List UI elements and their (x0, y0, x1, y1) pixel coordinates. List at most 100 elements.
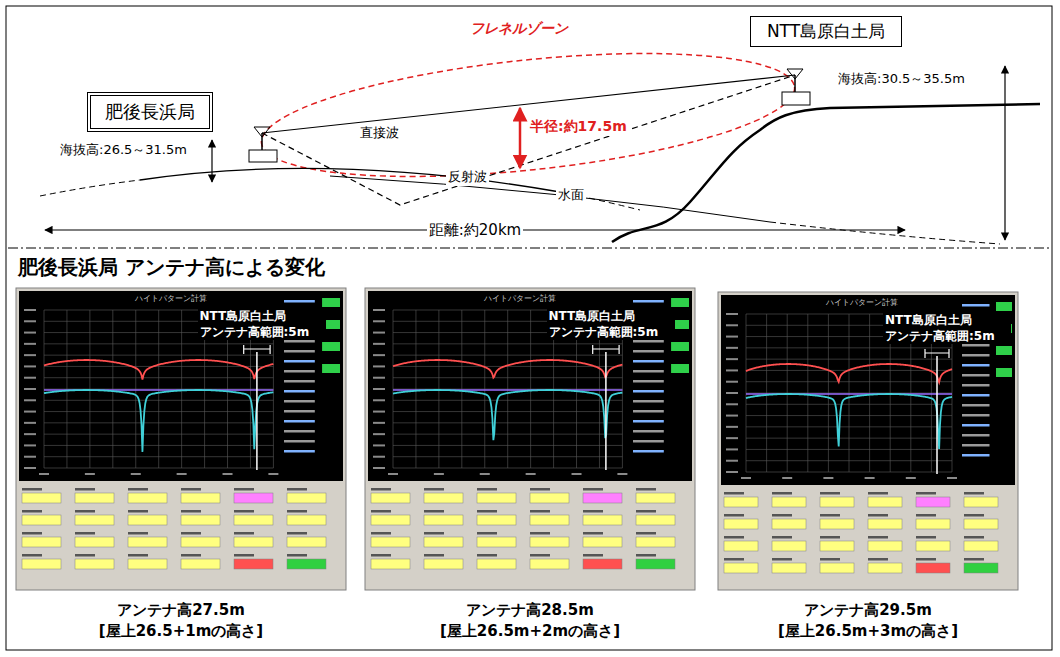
info-text-bar (962, 394, 990, 397)
form-input-box (772, 497, 806, 507)
axis-tick-mark (373, 309, 385, 311)
info-text-bar (962, 454, 990, 457)
form-input-box (128, 559, 167, 569)
screenshot-panel: ハイトパターン計算NTT島原白土局 アンテナ高範囲:5mアンテナ高28.5m [… (365, 288, 695, 590)
axis-tick-mark (24, 332, 36, 334)
window-frame (365, 288, 695, 590)
info-text-bar (633, 390, 664, 393)
axis-tick-mark (726, 347, 738, 349)
zone-label: フレネルゾーン (468, 20, 570, 38)
info-text-bar (962, 414, 990, 417)
form-label-bar (636, 532, 656, 535)
info-text-bar (633, 300, 664, 303)
station-name: 肥後長浜局 (105, 100, 195, 124)
form-label-bar (636, 554, 656, 557)
form-label-bar (287, 532, 307, 535)
form-input-box (916, 541, 950, 551)
form-input-box (75, 493, 114, 503)
form-input-box (916, 563, 950, 573)
axis-tick-mark (782, 477, 792, 479)
form-label-bar (128, 488, 148, 491)
form-label-bar (868, 558, 888, 561)
grid-line (393, 434, 622, 435)
axis-tick-mark (726, 426, 738, 428)
axis-tick-mark (223, 473, 233, 475)
form-label-bar (724, 514, 744, 517)
info-text-bar (284, 350, 315, 353)
info-text-bar (284, 420, 315, 423)
axis-tick-mark (24, 456, 36, 458)
form-input-box (868, 497, 902, 507)
info-text-bar (284, 300, 315, 303)
axis-tick-mark (572, 473, 582, 475)
axis-tick-mark (373, 399, 385, 401)
height-marker (936, 356, 938, 474)
axis-tick-mark (947, 477, 957, 479)
form-label-bar (234, 532, 254, 535)
axis-tick-mark (85, 473, 95, 475)
axis-tick-mark (373, 433, 385, 435)
grid-line (746, 404, 952, 405)
plot-background (721, 295, 1015, 485)
form-label-bar (477, 510, 497, 513)
grid-line (393, 468, 622, 469)
form-label-bar (724, 492, 744, 495)
axis-tick-mark (741, 477, 751, 479)
reflected-wave (262, 75, 795, 205)
form-input-box (371, 559, 410, 569)
axis-tick-mark (373, 354, 385, 356)
form-input-box (424, 515, 463, 525)
grid-line (746, 359, 952, 360)
form-input-box (530, 559, 569, 569)
form-input-box (724, 519, 758, 529)
form-input-box (22, 559, 61, 569)
chart-annotation: NTT島原白土局 アンテナ高範囲:5m (547, 308, 675, 340)
form-label-bar (181, 510, 201, 513)
axis-tick-mark (726, 460, 738, 462)
form-label-bar (724, 536, 744, 539)
form-label-bar (636, 510, 656, 513)
info-text-bar (633, 430, 664, 433)
grid-line (393, 400, 622, 401)
form-label-bar (583, 488, 603, 491)
info-text-bar (633, 440, 664, 443)
axis-tick-mark (373, 422, 385, 424)
form-input-box (636, 537, 675, 547)
station-name: NTT島原白土局 (767, 20, 885, 43)
form-label-bar (964, 492, 984, 495)
form-label-bar (181, 554, 201, 557)
form-label-bar (583, 532, 603, 535)
screenshot-group (16, 288, 1018, 590)
info-text-bar (284, 340, 315, 343)
form-input-box (287, 559, 326, 569)
axis-tick-mark (726, 336, 738, 338)
form-label-bar (868, 536, 888, 539)
form-input-box (964, 519, 998, 529)
received-power-curve (44, 360, 273, 380)
form-input-box (181, 559, 220, 569)
axis-tick-mark (865, 477, 875, 479)
grid-line (393, 377, 622, 378)
form-label-bar (916, 514, 936, 517)
combined-field-curve (393, 390, 622, 440)
form-input-box (964, 497, 998, 507)
axis-tick-mark (373, 467, 385, 469)
form-input-box (530, 515, 569, 525)
axis-tick-mark (24, 365, 36, 367)
screenshot (365, 288, 695, 590)
height-arrow (1004, 66, 1005, 240)
range-bracket (925, 349, 949, 358)
form-input-box (820, 497, 854, 507)
info-text-bar (962, 364, 990, 367)
axis-tick-mark (39, 473, 49, 475)
form-label-bar (636, 488, 656, 491)
form-label-bar (424, 510, 444, 513)
axis-tick-mark (726, 415, 738, 417)
info-text-bar (633, 410, 664, 413)
axis-tick-mark (24, 388, 36, 390)
form-input-box (583, 537, 622, 547)
axis-tick-mark (373, 377, 385, 379)
axis-tick-mark (24, 377, 36, 379)
station-box: 肥後長浜局 (87, 92, 213, 132)
window-title: ハイトパターン計算 (826, 297, 898, 308)
